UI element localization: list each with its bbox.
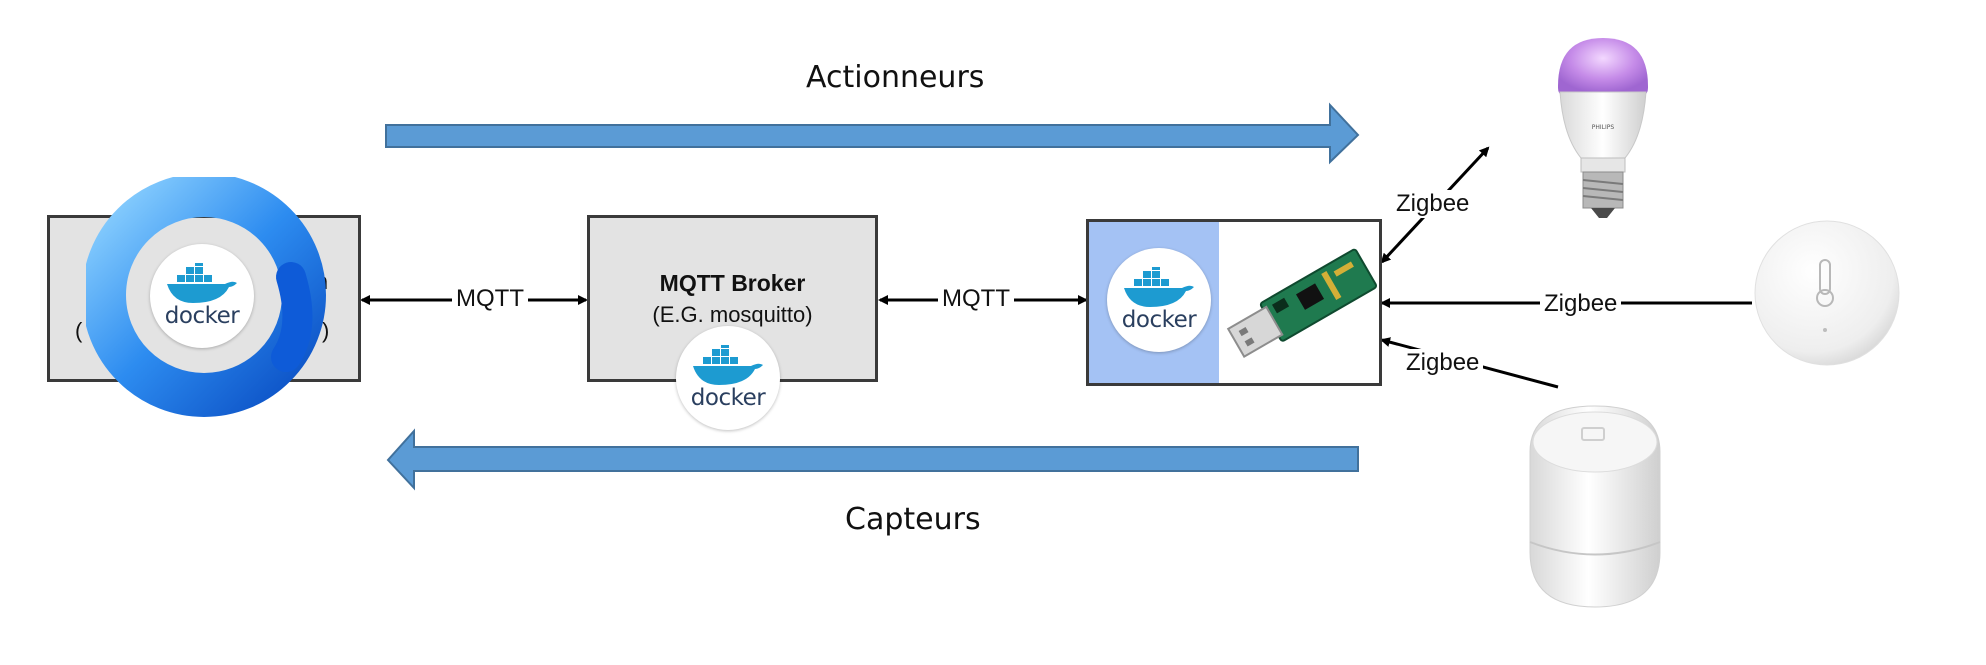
broker-title: MQTT Broker <box>659 270 806 296</box>
capteurs-flow-arrow <box>386 428 1359 491</box>
smart-bulb-icon: PHILIPS <box>1558 38 1648 218</box>
zigbee-bulb-label: Zigbee <box>1392 190 1474 218</box>
left-box-subtitle-start: ( <box>75 318 83 343</box>
docker-whale-icon <box>1124 267 1194 307</box>
docker-badge-coordinator: docker <box>1107 248 1211 352</box>
left-box-subtitle-end: ) <box>322 318 330 343</box>
docker-whale-icon <box>693 345 763 385</box>
motion-sensor-icon <box>1529 405 1661 608</box>
usb-zigbee-stick-icon <box>1226 248 1377 358</box>
actionneurs-flow-arrow <box>385 102 1360 165</box>
capteurs-label: Capteurs <box>845 502 981 537</box>
temperature-sensor-icon <box>1754 220 1900 366</box>
broker-subtitle: (E.G. mosquitto) <box>652 302 813 327</box>
zigbee-temp-label: Zigbee <box>1540 290 1622 318</box>
actionneurs-label: Actionneurs <box>806 60 985 95</box>
docker-label-broker: docker <box>690 385 766 411</box>
bulb-brand-text: PHILIPS <box>1592 124 1615 131</box>
docker-label-coordinator: docker <box>1121 307 1197 333</box>
docker-badge-left: docker <box>150 244 254 348</box>
mqtt-left-label: MQTT <box>452 285 528 313</box>
mqtt-middle-label: MQTT <box>938 285 1014 313</box>
docker-label-left: docker <box>164 303 240 329</box>
zigbee-motion-label: Zigbee <box>1402 349 1484 377</box>
docker-whale-icon <box>167 263 237 303</box>
home-assistant-logo-icon <box>86 177 326 417</box>
docker-badge-broker: docker <box>676 326 780 430</box>
